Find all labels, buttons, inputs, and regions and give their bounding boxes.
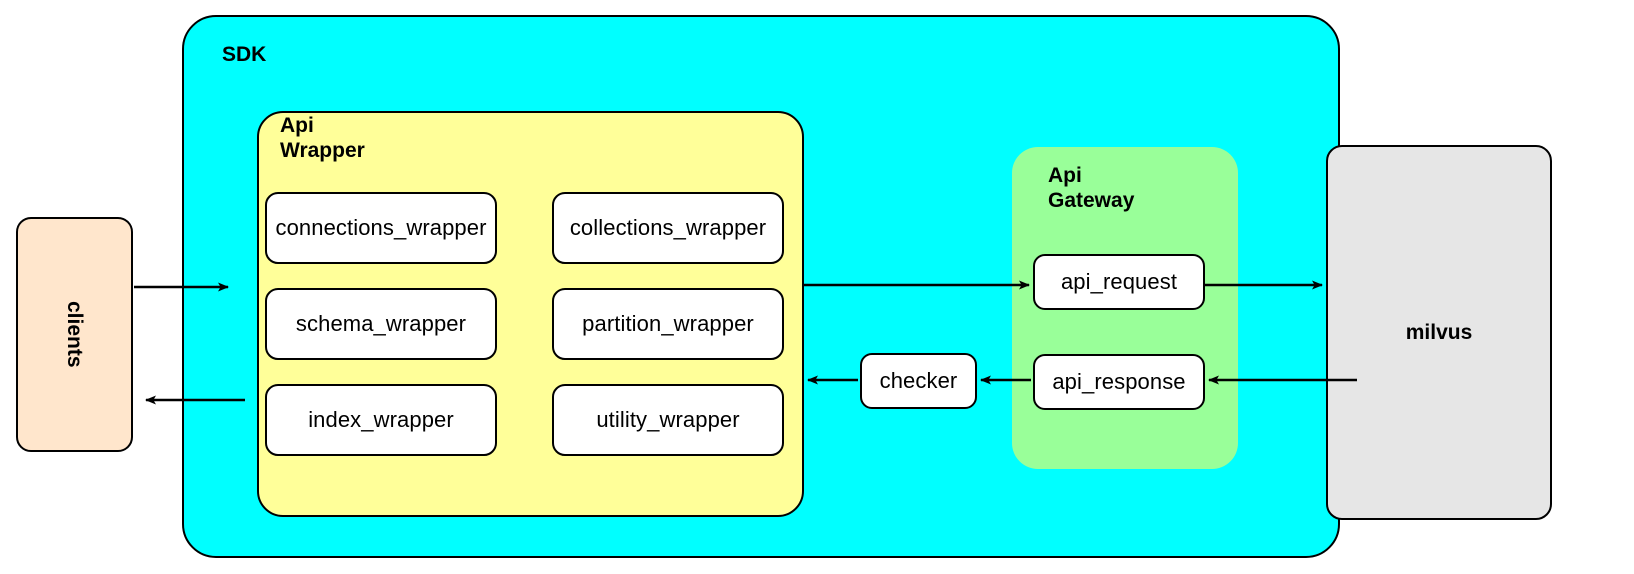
node-clients-label: clients (63, 301, 86, 368)
node-partition-wrapper-label: partition_wrapper (582, 311, 754, 336)
node-utility-wrapper[interactable]: utility_wrapper (552, 384, 784, 456)
node-api-response-label: api_response (1052, 369, 1186, 394)
node-connections-wrapper[interactable]: connections_wrapper (265, 192, 497, 264)
node-milvus-label: milvus (1405, 320, 1473, 344)
node-checker[interactable]: checker (860, 353, 977, 409)
node-checker-label: checker (879, 368, 958, 393)
node-index-wrapper[interactable]: index_wrapper (265, 384, 497, 456)
node-api-request[interactable]: api_request (1033, 254, 1205, 310)
node-api-response[interactable]: api_response (1033, 354, 1205, 410)
panel-api-wrapper-label: Api Wrapper (280, 114, 365, 162)
node-collections-wrapper-label: collections_wrapper (569, 215, 767, 240)
node-api-request-label: api_request (1060, 269, 1178, 294)
node-collections-wrapper[interactable]: collections_wrapper (552, 192, 784, 264)
node-connections-wrapper-label: connections_wrapper (275, 215, 487, 240)
panel-api-gateway-label: Api Gateway (1048, 164, 1135, 212)
node-utility-wrapper-label: utility_wrapper (596, 407, 740, 432)
panel-sdk-label: SDK (222, 43, 267, 66)
node-partition-wrapper[interactable]: partition_wrapper (552, 288, 784, 360)
node-index-wrapper-label: index_wrapper (308, 407, 454, 432)
node-schema-wrapper-label: schema_wrapper (295, 311, 467, 336)
node-milvus[interactable]: milvus (1326, 145, 1552, 520)
node-schema-wrapper[interactable]: schema_wrapper (265, 288, 497, 360)
node-clients[interactable]: clients (16, 217, 133, 452)
